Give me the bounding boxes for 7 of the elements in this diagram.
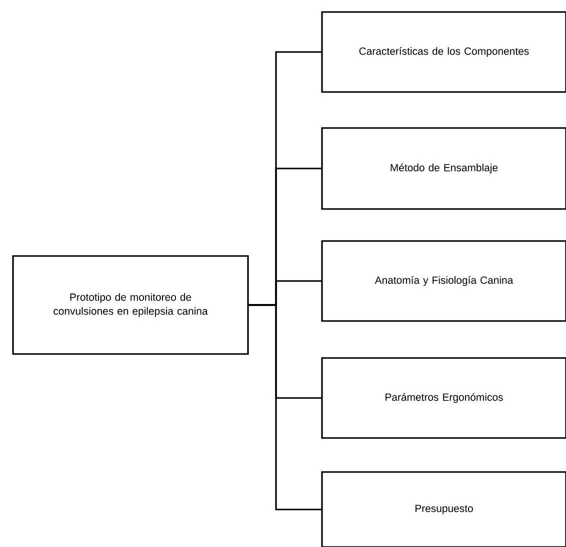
topic-box: Características de los Componentes: [321, 11, 566, 93]
topic-box: Parámetros Ergonómicos: [321, 357, 566, 439]
connector-line: [248, 304, 322, 510]
topic-box: Método de Ensamblaje: [321, 127, 566, 210]
topic-box: Prototipo de monitoreo de convulsiones en epilepsia canina: [12, 255, 249, 355]
topic-box: Presupuesto: [321, 471, 566, 547]
topic-box: Anatomía y Fisiología Canina: [321, 240, 566, 322]
